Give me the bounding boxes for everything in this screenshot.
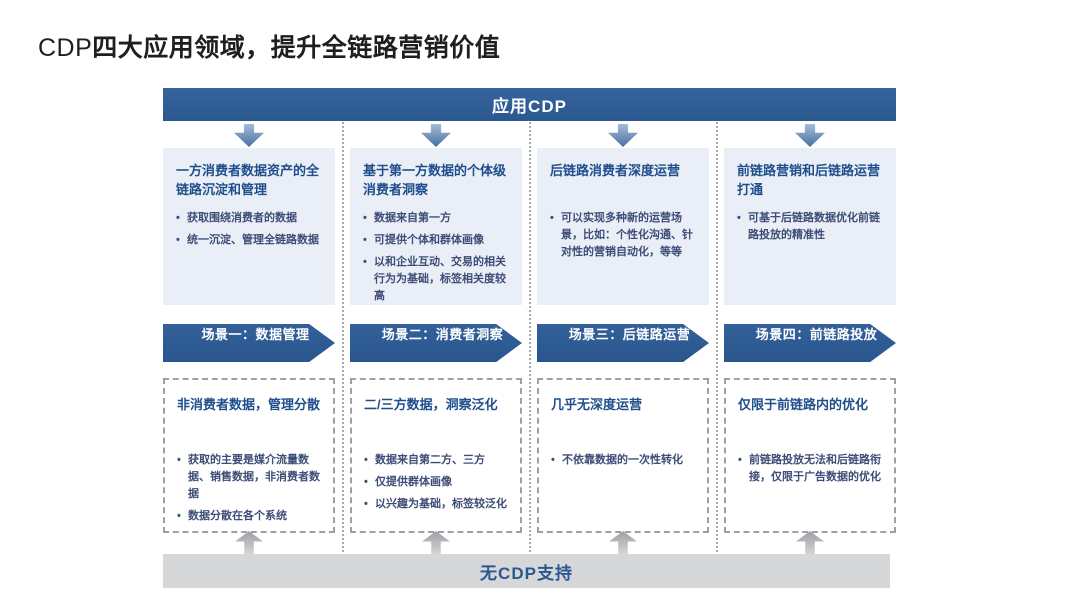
without-cdp-box-3: 几乎无深度运营 不依靠数据的一次性转化 <box>537 378 709 533</box>
page-title-prefix: CDP <box>38 34 93 62</box>
bullet-item: 可以实现多种新的运营场景，比如：个性化沟通、针对性的营销自动化，等等 <box>550 210 698 261</box>
bullet-item: 可基于后链路数据优化前链路投放的精准性 <box>737 210 885 244</box>
scenario-banner-2: 场景二：消费者洞察 <box>350 324 522 362</box>
up-arrow-icon-1 <box>235 531 263 556</box>
with-cdp-title-2: 基于第一方数据的个体级消费者洞察 <box>363 163 507 197</box>
without-cdp-title-3: 几乎无深度运营 <box>551 397 643 412</box>
up-arrow-icon-3 <box>609 531 637 556</box>
scenario-label-3: 场景三：后链路运营 <box>568 327 691 342</box>
down-arrow-icon-4 <box>795 124 825 147</box>
with-cdp-bullets-2: 数据来自第一方可提供个体和群体画像以和企业互动、交易的相关行为为基础，标签相关度… <box>363 210 511 310</box>
without-cdp-title-4: 仅限于前链路内的优化 <box>738 397 869 412</box>
page-title-main: 四大应用领域，提升全链路营销价值 <box>92 34 501 62</box>
without-cdp-box-1: 非消费者数据，管理分散 获取的主要是媒介流量数据、销售数据，非消费者数据数据分散… <box>163 378 335 533</box>
column-separator-1 <box>342 122 344 552</box>
without-cdp-row: 非消费者数据，管理分散 获取的主要是媒介流量数据、销售数据，非消费者数据数据分散… <box>163 378 896 533</box>
apply-cdp-header-bar: 应用CDP <box>163 88 896 121</box>
with-cdp-title-3: 后链路消费者深度运营 <box>550 163 681 178</box>
scenario-label-1: 场景一：数据管理 <box>201 327 310 342</box>
with-cdp-row: 一方消费者数据资产的全链路沉淀和管理 获取围绕消费者的数据统一沉淀、管理全链路数… <box>163 148 896 305</box>
down-arrow-icon-1 <box>234 124 264 147</box>
apply-cdp-label: 应用CDP <box>492 97 567 116</box>
scenario-label-4: 场景四：前链路投放 <box>755 327 878 342</box>
scenario-banner-3: 场景三：后链路运营 <box>537 324 709 362</box>
with-cdp-bullets-3: 可以实现多种新的运营场景，比如：个性化沟通、针对性的营销自动化，等等 <box>550 210 698 266</box>
diagram-canvas: 应用CDP 一方消费者数据资产的全链路沉淀和管理 获取围绕消费者的数据统一沉淀、… <box>163 88 896 590</box>
without-cdp-title-2: 二/三方数据，洞察泛化 <box>364 397 498 412</box>
bullet-item: 仅提供群体画像 <box>364 474 507 491</box>
scenario-banner-1: 场景一：数据管理 <box>163 324 335 362</box>
with-cdp-bullets-1: 获取围绕消费者的数据统一沉淀、管理全链路数据 <box>176 210 319 254</box>
without-cdp-bullets-4: 前链路投放无法和后链路衔接，仅限于广告数据的优化 <box>738 452 884 491</box>
bullet-item: 以兴趣为基础，标签较泛化 <box>364 496 507 513</box>
column-separator-3 <box>716 122 718 552</box>
with-cdp-box-1: 一方消费者数据资产的全链路沉淀和管理 获取围绕消费者的数据统一沉淀、管理全链路数… <box>163 148 335 305</box>
bullet-item: 统一沉淀、管理全链路数据 <box>176 232 319 249</box>
bullet-item: 获取围绕消费者的数据 <box>176 210 319 227</box>
without-cdp-bullets-1: 获取的主要是媒介流量数据、销售数据，非消费者数据数据分散在各个系统 <box>177 452 323 530</box>
bullet-item: 数据来自第二方、三方 <box>364 452 507 469</box>
with-cdp-box-3: 后链路消费者深度运营 可以实现多种新的运营场景，比如：个性化沟通、针对性的营销自… <box>537 148 709 305</box>
no-cdp-footer-bar: 无CDP支持 <box>163 554 890 588</box>
column-separator-2 <box>529 122 531 552</box>
scenario-label-2: 场景二：消费者洞察 <box>381 327 504 342</box>
with-cdp-box-4: 前链路营销和后链路运营打通 可基于后链路数据优化前链路投放的精准性 <box>724 148 896 305</box>
bullet-item: 可提供个体和群体画像 <box>363 232 511 249</box>
up-arrow-icon-2 <box>422 531 450 556</box>
bullet-item: 以和企业互动、交易的相关行为为基础，标签相关度较高 <box>363 254 511 305</box>
without-cdp-bullets-3: 不依靠数据的一次性转化 <box>551 452 683 474</box>
scenario-banner-row: 场景一：数据管理 场景二：消费者洞察 场景三：后链路运营 场景四：前链路投放 <box>163 324 896 362</box>
bullet-item: 获取的主要是媒介流量数据、销售数据，非消费者数据 <box>177 452 323 503</box>
page-title: CDP四大应用领域，提升全链路营销价值 <box>38 28 500 64</box>
without-cdp-title-1: 非消费者数据，管理分散 <box>177 397 321 412</box>
bullet-item: 数据分散在各个系统 <box>177 508 323 525</box>
with-cdp-box-2: 基于第一方数据的个体级消费者洞察 数据来自第一方可提供个体和群体画像以和企业互动… <box>350 148 522 305</box>
bullet-item: 数据来自第一方 <box>363 210 511 227</box>
bullet-item: 前链路投放无法和后链路衔接，仅限于广告数据的优化 <box>738 452 884 486</box>
without-cdp-box-2: 二/三方数据，洞察泛化 数据来自第二方、三方仅提供群体画像以兴趣为基础，标签较泛… <box>350 378 522 533</box>
up-arrow-row <box>163 531 896 556</box>
with-cdp-title-4: 前链路营销和后链路运营打通 <box>737 163 881 197</box>
no-cdp-label: 无CDP支持 <box>480 563 573 583</box>
up-arrow-icon-4 <box>796 531 824 556</box>
down-arrow-icon-2 <box>421 124 451 147</box>
without-cdp-box-4: 仅限于前链路内的优化 前链路投放无法和后链路衔接，仅限于广告数据的优化 <box>724 378 896 533</box>
scenario-banner-4: 场景四：前链路投放 <box>724 324 896 362</box>
down-arrow-icon-3 <box>608 124 638 147</box>
without-cdp-bullets-2: 数据来自第二方、三方仅提供群体画像以兴趣为基础，标签较泛化 <box>364 452 507 518</box>
with-cdp-title-1: 一方消费者数据资产的全链路沉淀和管理 <box>176 163 320 197</box>
down-arrow-row <box>163 124 896 147</box>
bullet-item: 不依靠数据的一次性转化 <box>551 452 683 469</box>
with-cdp-bullets-4: 可基于后链路数据优化前链路投放的精准性 <box>737 210 885 249</box>
